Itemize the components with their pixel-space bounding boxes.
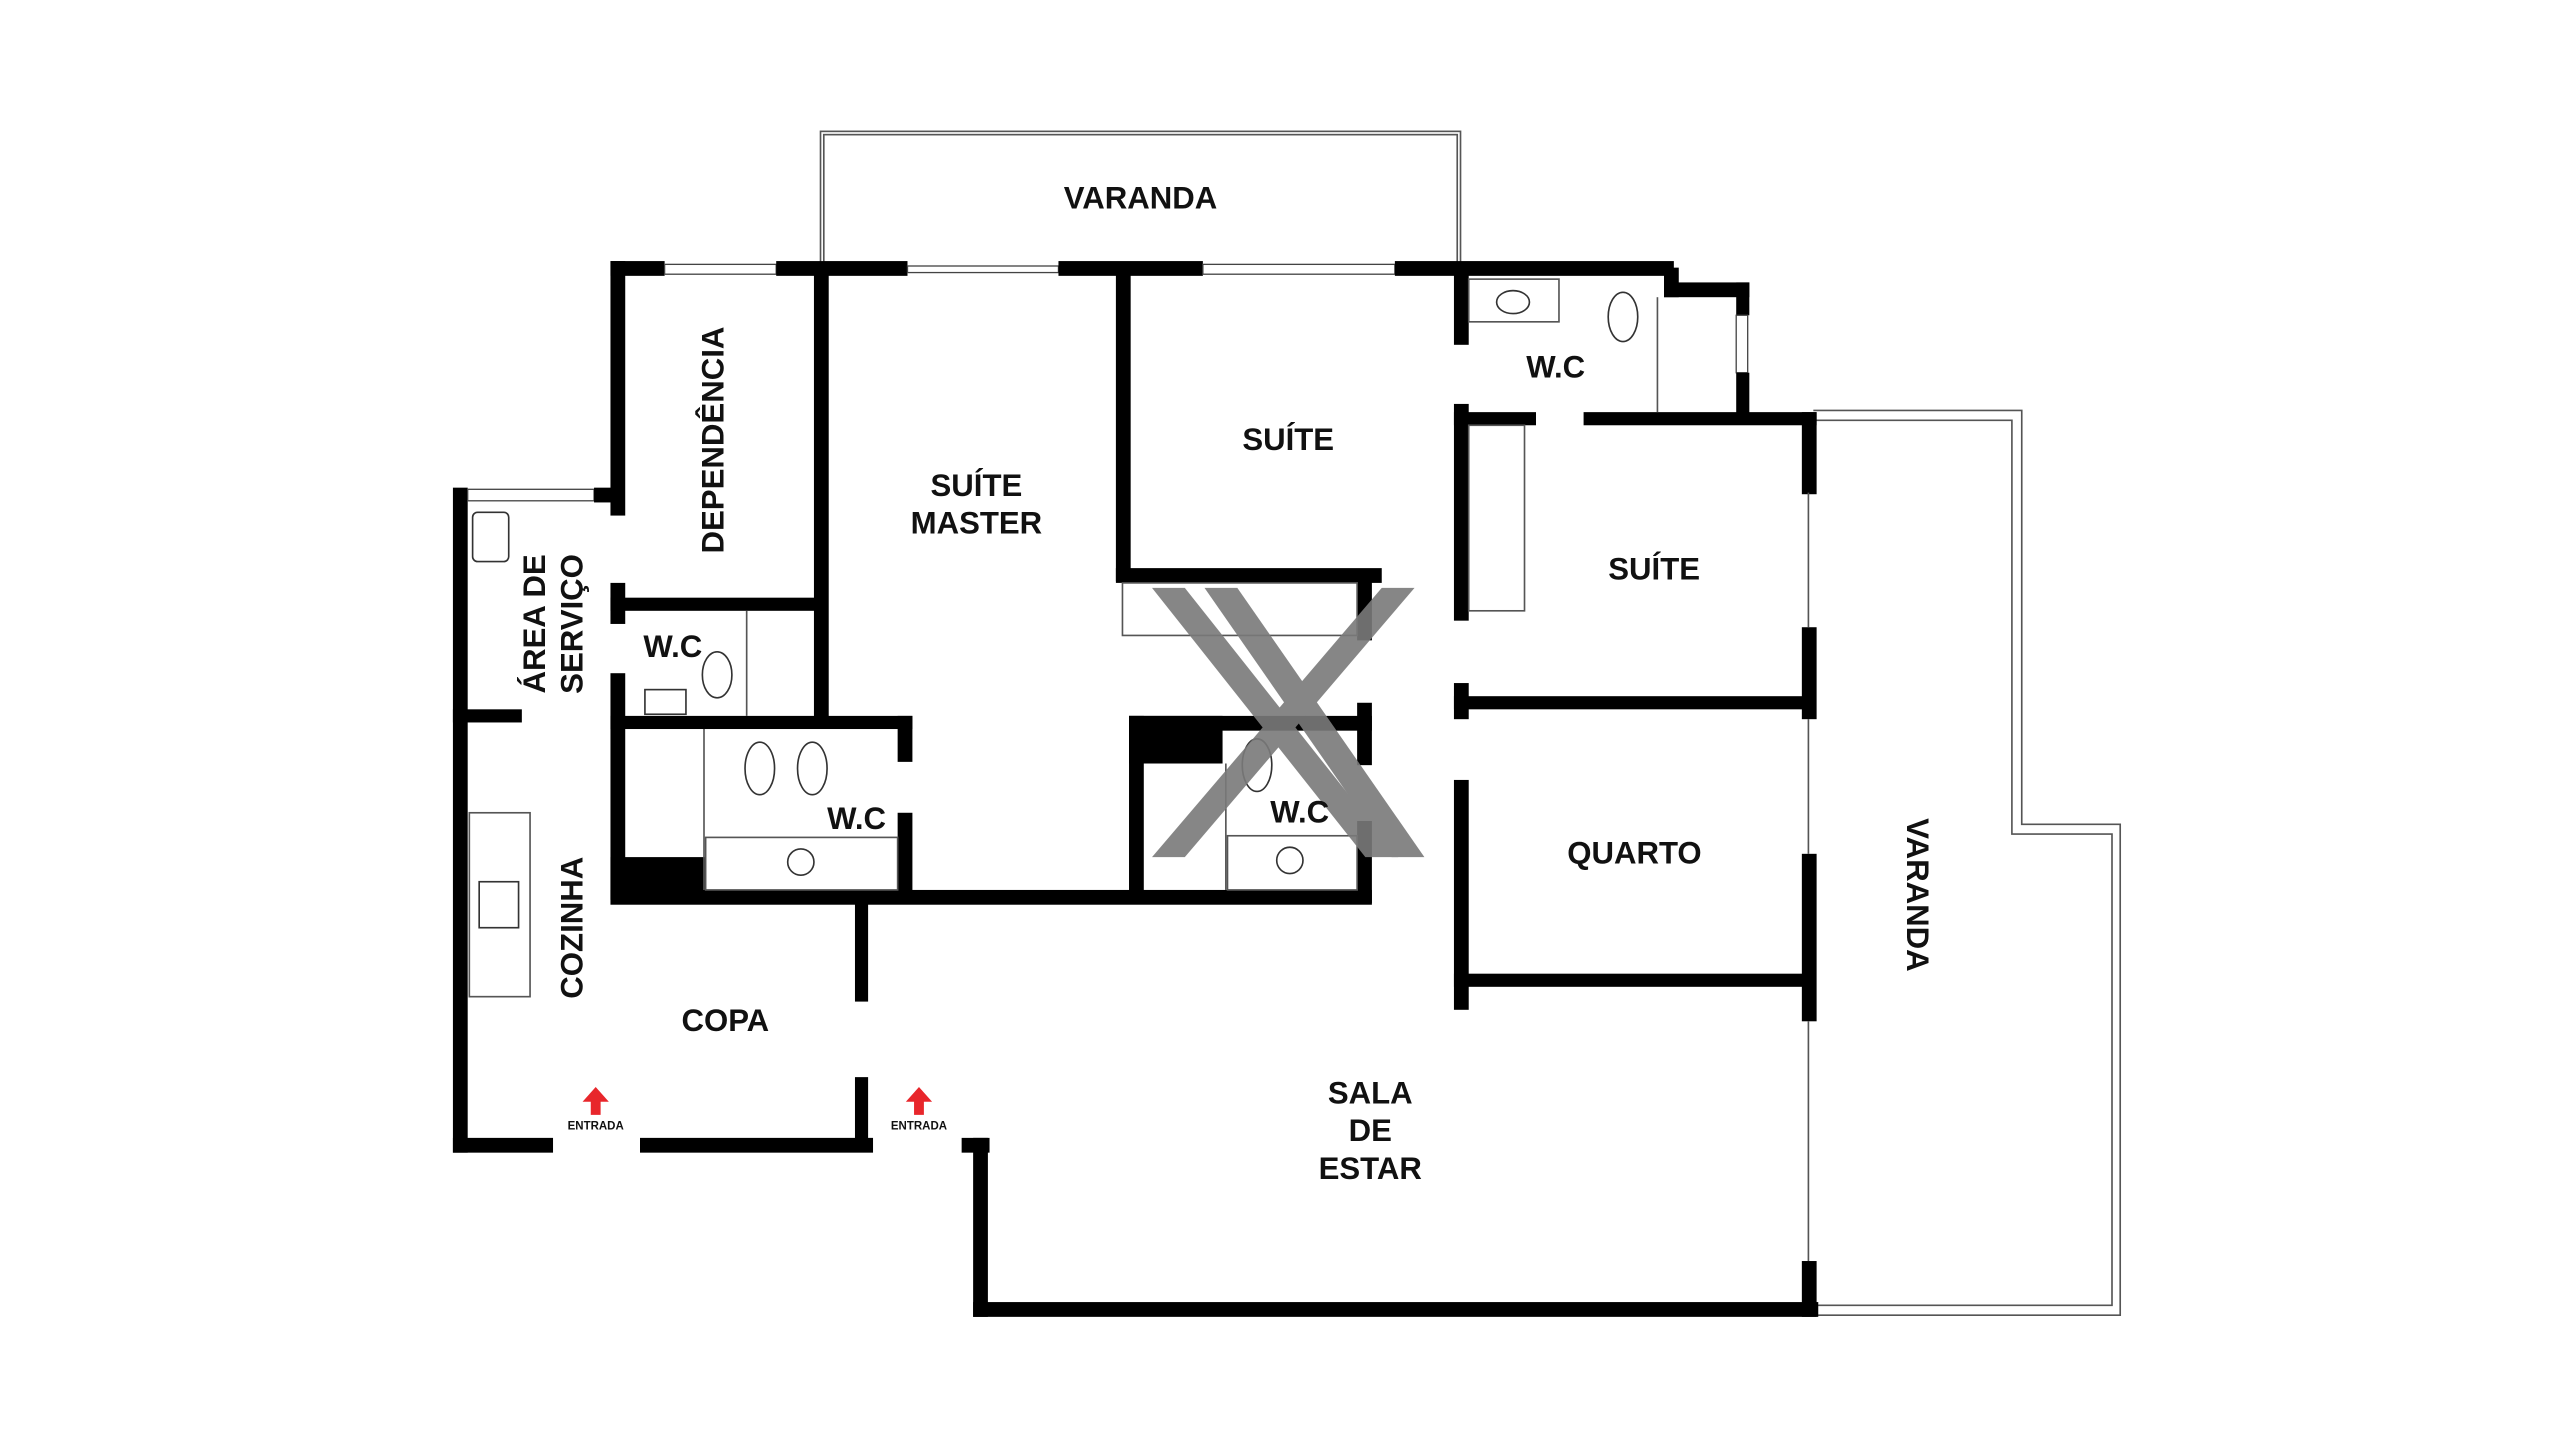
room-label-sala: DE — [1349, 1113, 1392, 1148]
entrance-arrow-icon — [905, 1086, 933, 1115]
balcony-right-outline — [1813, 409, 2122, 1317]
entrance-arrow-icon — [582, 1086, 609, 1115]
room-label-wc: W.C — [1270, 795, 1329, 830]
room-label-quarto: QUARTO — [1567, 836, 1701, 871]
room-label-wc: W.C — [643, 629, 702, 664]
room-label-varanda-top: VARANDA — [1064, 181, 1218, 216]
sink-icon — [478, 880, 520, 929]
room-label-varanda-right: VARANDA — [1900, 818, 1935, 972]
room-label-copa: COPA — [681, 1003, 769, 1038]
room-label-wc: W.C — [1526, 350, 1585, 385]
basin-icon — [1495, 289, 1531, 315]
toilet-icon — [701, 651, 733, 699]
room-label-suite-master: SUÍTE — [931, 468, 1023, 503]
toilet-icon — [744, 741, 776, 796]
watermark-logo — [1152, 587, 1425, 858]
fixtures — [471, 278, 1639, 929]
sink-icon — [644, 688, 687, 716]
walls — [452, 261, 1819, 1317]
basin-icon — [786, 848, 815, 876]
room-label-suite: SUÍTE — [1242, 422, 1334, 457]
room-label-sala: SALA — [1328, 1075, 1413, 1110]
basin-icon — [1275, 846, 1304, 875]
room-label-suite: SUÍTE — [1608, 552, 1700, 587]
room-label-suite-master: MASTER — [911, 506, 1043, 541]
room-label-area-servico: ÁREA DE — [517, 554, 552, 693]
room-label-wc: W.C — [827, 801, 886, 836]
toilet-icon — [1607, 291, 1639, 343]
toilet-icon — [796, 741, 828, 796]
room-label-cozinha: COZINHA — [555, 857, 590, 999]
room-label-dependencia: DEPENDÊNCIA — [695, 327, 731, 554]
entrance-label: ENTRADA — [568, 1121, 624, 1133]
room-label-area-servico: SERVIÇO — [555, 554, 590, 694]
sink-icon — [471, 511, 510, 563]
entrance-label: ENTRADA — [891, 1121, 947, 1133]
room-label-sala: ESTAR — [1319, 1151, 1422, 1186]
